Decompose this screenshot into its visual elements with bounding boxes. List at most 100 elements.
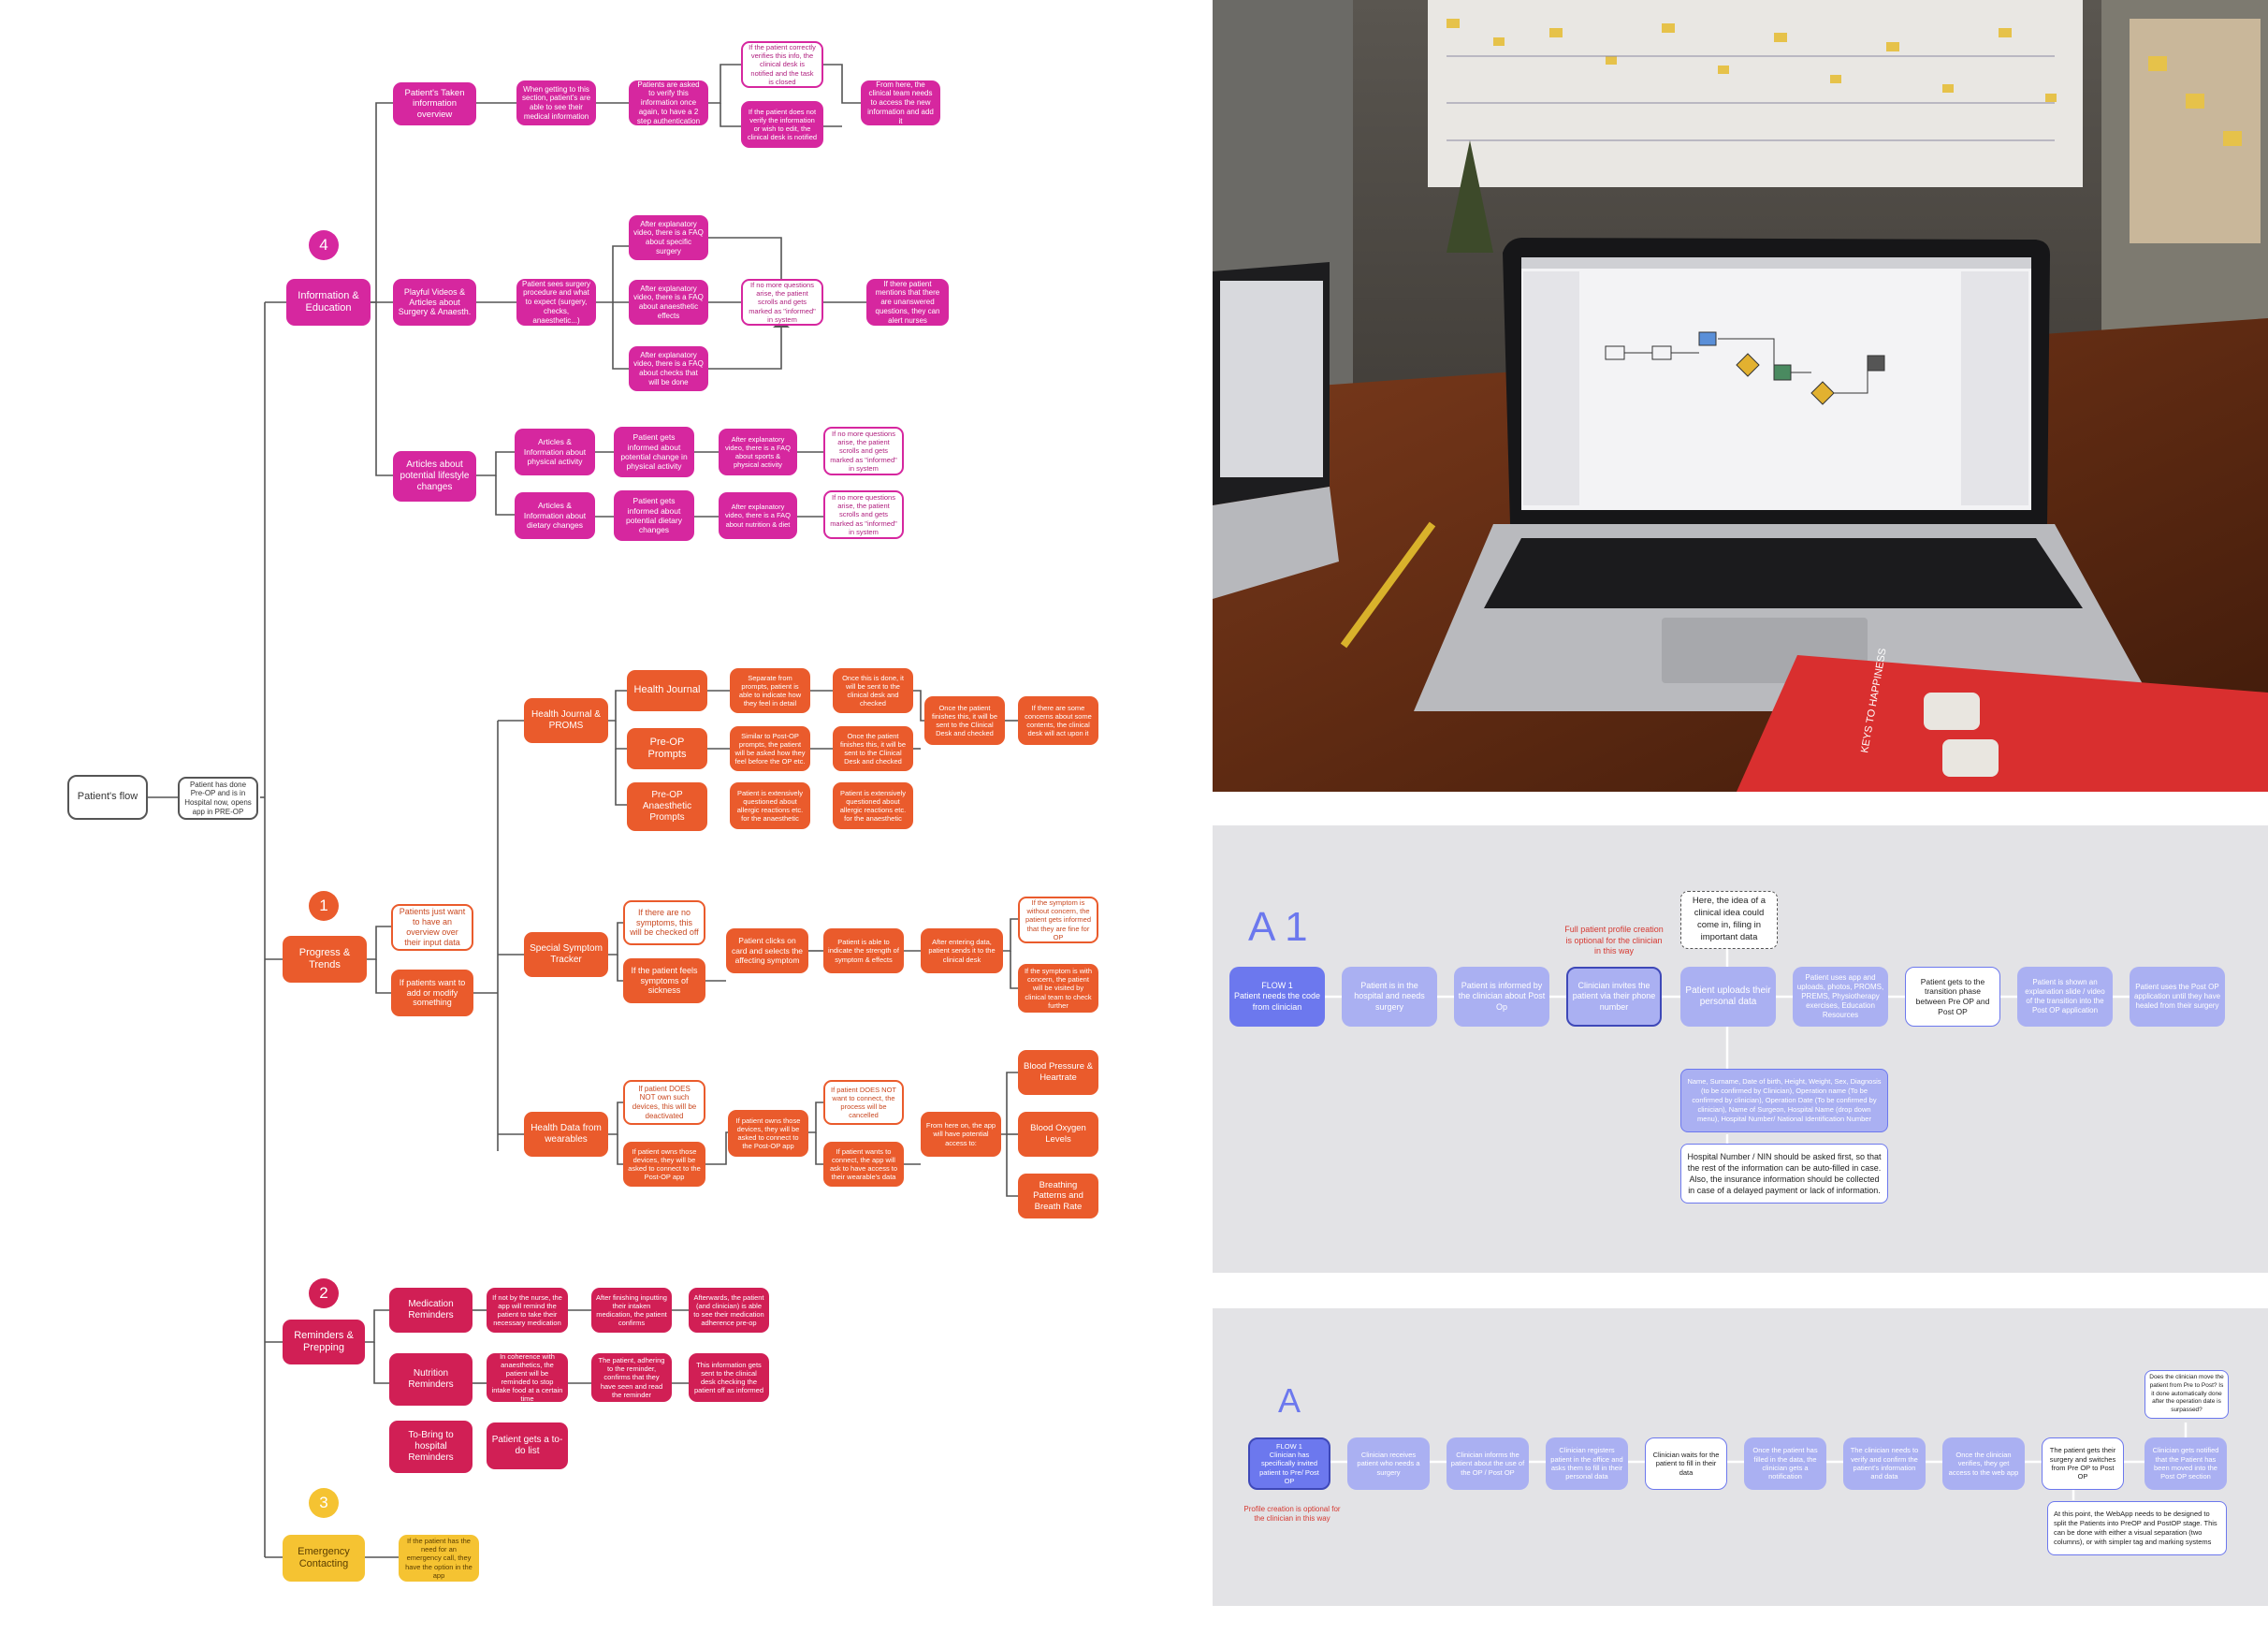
node-wearables-breath: Breathing Patterns and Breath Rate (1018, 1174, 1098, 1218)
node-taken-no: If the patient does not verify the infor… (741, 101, 823, 148)
node-taken-end: From here, the clinical team needs to ac… (861, 80, 940, 125)
node-videos-faq1: After explanatory video, there is a FAQ … (629, 215, 708, 260)
node-taken-overview: Patient's Taken information overview (393, 82, 476, 125)
node-journal-health2: Once this is done, it will be sent to th… (833, 668, 913, 713)
flow-a1-step-6: Patient uses app and uploads, photos, PR… (1793, 967, 1888, 1027)
node-journal-anaes1: Patient is extensively questioned about … (730, 782, 810, 829)
root-node: Patient's flow (67, 775, 148, 820)
node-symptom: Special Symptom Tracker (524, 932, 608, 977)
node-taken-step2: Patients are asked to verify this inform… (629, 80, 708, 125)
node-wearables-bp: Blood Pressure & Heartrate (1018, 1050, 1098, 1095)
flow-a-step-1: FLOW 1 Clinician has specifically invite… (1248, 1437, 1330, 1490)
node-lifestyle-a1: Articles & Information about physical ac… (515, 429, 595, 475)
flow-a-step-7: The clinician needs to verify and confir… (1843, 1437, 1926, 1490)
flow-a1-step-9: Patient uses the Post OP application unt… (2130, 967, 2225, 1027)
node-wearables-oxy: Blood Oxygen Levels (1018, 1112, 1098, 1157)
node-journal-health1: Separate from prompts, patient is able t… (730, 668, 810, 713)
node-reminders-nut2: The patient, adhering to the reminder, c… (591, 1353, 672, 1402)
node-lifestyle-a4: If no more questions arise, the patient … (823, 427, 904, 475)
badge-4: 4 (309, 230, 339, 260)
node-wearables-nowant: If patient DOES NOT want to connect, the… (823, 1080, 904, 1125)
node-reminders-med2: After finishing inputting their intaken … (591, 1288, 672, 1333)
flow-a-step-4: Clinician registers patient in the offic… (1546, 1437, 1628, 1490)
node-reminders-bring: To-Bring to hospital Reminders (389, 1421, 472, 1473)
workspace-photo: KEYS TO HAPPINESS (1213, 0, 2268, 792)
badge-2: 2 (309, 1278, 339, 1308)
node-symptom-s1: Patient clicks on card and selects the a… (726, 928, 808, 973)
flow-a-step-2: Clinician receives patient who needs a s… (1347, 1437, 1430, 1490)
flow-a1-step-7: Patient gets to the transition phase bet… (1905, 967, 2000, 1027)
flow-a1-step-3: Patient is informed by the clinician abo… (1454, 967, 1549, 1027)
node-lifestyle-b3: After explanatory video, there is a FAQ … (719, 492, 797, 539)
node-wearables-noown: If patient DOES NOT own such devices, th… (623, 1080, 705, 1125)
node-symptom-ok: If the symptom is without concern, the p… (1018, 897, 1098, 943)
node-journal-preop2: Once the patient finishes this, it will … (833, 726, 913, 771)
node-symptom-s3: After entering data, patient sends it to… (921, 928, 1003, 973)
flow-a1-step-4: Clinician invites the patient via their … (1566, 967, 1662, 1027)
node-journal-anaes: Pre-OP Anaesthetic Prompts (627, 782, 707, 831)
node-emergency-text: If the patient has the need for an emerg… (399, 1535, 479, 1582)
start-node: Patient has done Pre-OP and is in Hospit… (178, 777, 258, 820)
flow-a1-step-5: Patient uploads their personal data (1680, 967, 1776, 1027)
node-videos-merge: If no more questions arise, the patient … (741, 279, 823, 326)
node-journal-anaes2: Patient is extensively questioned about … (833, 782, 913, 829)
category-information-education: Information & Education (286, 279, 371, 326)
node-reminders-todo: Patient gets a to-do list (487, 1422, 568, 1469)
node-reminders-med1: If not by the nurse, the app will remind… (487, 1288, 568, 1333)
flow-a1-hospital-note: Hospital Number / NIN should be asked fi… (1680, 1144, 1888, 1204)
node-journal-preop1: Similar to Post-OP prompts, the patient … (730, 726, 810, 771)
node-lifestyle-b4: If no more questions arise, the patient … (823, 490, 904, 539)
node-lifestyle-a2: Patient gets informed about potential ch… (614, 427, 694, 477)
flow-a-step-5: Clinician waits for the patient to fill … (1645, 1437, 1727, 1490)
node-lifestyle-a3: After explanatory video, there is a FAQ … (719, 429, 797, 475)
flow-a-bottom-note: At this point, the WebApp needs to be de… (2047, 1501, 2227, 1555)
flow-a-optional-note: Profile creation is optional for the cli… (1243, 1505, 1341, 1524)
flow-a1-step-2: Patient is in the hospital and needs sur… (1342, 967, 1437, 1027)
node-videos-faq3: After explanatory video, there is a FAQ … (629, 346, 708, 391)
node-reminders-med3: Afterwards, the patient (and clinician) … (689, 1288, 769, 1333)
flow-a-label: A (1278, 1381, 1301, 1420)
badge-1: 1 (309, 891, 339, 921)
node-symptom-s2: Patient is able to indicate the strength… (823, 928, 904, 973)
flow-a-top-note: Does the clinician move the patient from… (2144, 1370, 2229, 1419)
flow-a-step-3: Clinician informs the patient about the … (1447, 1437, 1529, 1490)
flow-a-step-9: The patient gets their surgery and switc… (2042, 1437, 2124, 1490)
node-wearables-want: If patient wants to connect, the app wil… (823, 1142, 904, 1187)
node-wearables-w1: If patient owns those devices, they will… (728, 1110, 808, 1157)
badge-3: 3 (309, 1488, 339, 1518)
flow-a1-label: A 1 (1248, 904, 1308, 950)
node-symptom-none: If there are no symptoms, this will be c… (623, 900, 705, 945)
node-symptom-sick: If the patient feels symptoms of sicknes… (623, 958, 705, 1003)
node-journal-preop: Pre-OP Prompts (627, 728, 707, 769)
node-videos-end: If there patient mentions that there are… (866, 279, 949, 326)
node-wearables-own: If patient owns those devices, they will… (623, 1142, 705, 1187)
node-reminders-nut: Nutrition Reminders (389, 1353, 472, 1406)
node-progress-modify: If patients want to add or modify someth… (391, 970, 473, 1016)
node-wearables-w2: From here on, the app will have potentia… (921, 1112, 1001, 1157)
node-videos: Playful Videos & Articles about Surgery … (393, 279, 476, 326)
flow-a1-step-8: Patient is shown an explanation slide / … (2017, 967, 2113, 1027)
flow-a-step-10: Clinician gets notified that the Patient… (2144, 1437, 2227, 1490)
flow-a1-step-1: FLOW 1 Patient needs the code from clini… (1229, 967, 1325, 1027)
flow-a1-fields-note: Name, Surname, Date of birth, Height, We… (1680, 1069, 1888, 1132)
node-journal-end: If there are some concerns about some co… (1018, 696, 1098, 745)
node-symptom-bad: If the symptom is with concern, the pati… (1018, 964, 1098, 1013)
node-lifestyle-b2: Patient gets informed about potential di… (614, 490, 694, 541)
flow-a1-idea-note: Here, the idea of a clinical idea could … (1680, 891, 1778, 949)
node-progress-overview: Patients just want to have an overview o… (391, 904, 473, 951)
node-reminders-med: Medication Reminders (389, 1288, 472, 1333)
node-taken-yes: If the patient correctly verifies this i… (741, 41, 823, 88)
category-reminders: Reminders & Prepping (283, 1320, 365, 1364)
node-wearables: Health Data from wearables (524, 1112, 608, 1157)
flow-a-step-8: Once the clinician verifies, they get ac… (1942, 1437, 2025, 1490)
flow-a-step-6: Once the patient has filled in the data,… (1744, 1437, 1826, 1490)
node-videos-faq2: After explanatory video, there is a FAQ … (629, 280, 708, 325)
category-progress-trends: Progress & Trends (283, 936, 367, 983)
node-journal: Health Journal & PROMS (524, 698, 608, 743)
category-emergency: Emergency Contacting (283, 1535, 365, 1582)
workspace-photo-illustration: KEYS TO HAPPINESS (1213, 0, 2268, 792)
flow-a1-optional-note: Full patient profile creation is optiona… (1564, 925, 1664, 956)
node-reminders-nut1: In coherence with anaesthetics, the pati… (487, 1353, 568, 1402)
node-journal-health: Health Journal (627, 670, 707, 711)
node-lifestyle-b1: Articles & Information about dietary cha… (515, 492, 595, 539)
